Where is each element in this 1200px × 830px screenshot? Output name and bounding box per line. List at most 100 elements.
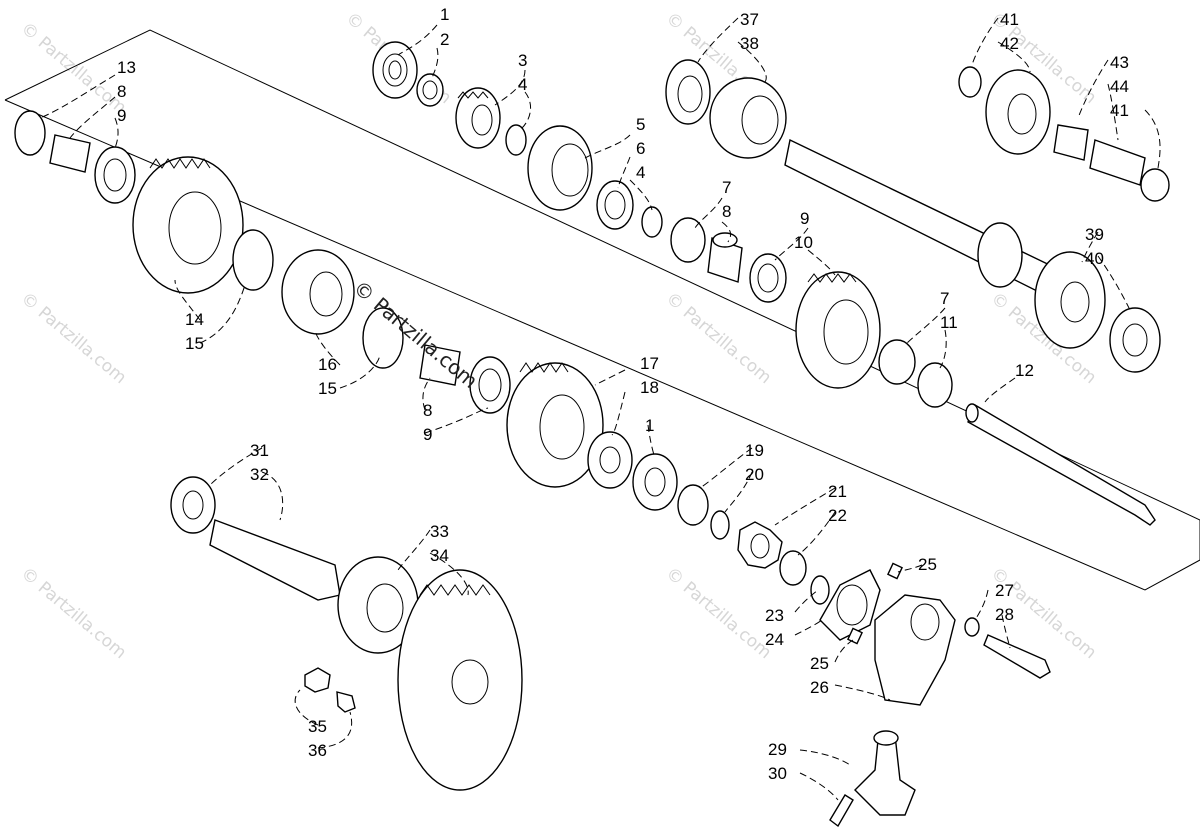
gear-part-14: [132, 156, 244, 294]
watermark: © Partzilla.com: [17, 19, 130, 119]
bearing-part-31: [170, 476, 216, 534]
callout-label: 8: [423, 401, 432, 420]
callout-label: 24: [765, 630, 784, 649]
callout-label: 22: [828, 506, 847, 525]
callout-label: 21: [828, 482, 847, 501]
snap-ring-part-4b: [641, 206, 663, 238]
callout-label: 7: [940, 289, 949, 308]
callout-label: 41: [1000, 10, 1019, 29]
callout-label: 30: [768, 764, 787, 783]
seal-part-37: [665, 59, 711, 125]
sleeve-part-44: [1089, 139, 1146, 186]
callout-label: 42: [1000, 34, 1019, 53]
washer-part-11: [917, 362, 953, 408]
sensor-part-29: [854, 730, 916, 816]
bearing-part-1b: [632, 453, 678, 511]
ring-part-20: [710, 510, 730, 540]
callout-label: 4: [518, 75, 527, 94]
callout-label: 37: [740, 10, 759, 29]
seal-part-19: [677, 484, 709, 526]
callout-label: 14: [185, 310, 204, 329]
watermark: © Partzilla.com: [662, 289, 775, 389]
callout-label: 5: [636, 115, 645, 134]
callout-label: 19: [745, 441, 764, 460]
callout-label: 15: [318, 379, 337, 398]
collar-part-16: [281, 249, 355, 335]
callout-label: 26: [810, 678, 829, 697]
washer-part-7b: [878, 339, 916, 385]
pin-part-25b: [847, 627, 863, 645]
shaft-part-12: [965, 403, 1156, 526]
watermark: © Partzilla.com: [17, 564, 130, 664]
callout-label: 9: [800, 209, 809, 228]
callout-label: 25: [918, 555, 937, 574]
washer-part-7: [670, 217, 706, 263]
washer-part-18: [587, 431, 633, 489]
assembly-outline: [4, 29, 1200, 591]
watermark: © Partzilla.com: [17, 289, 130, 389]
snap-ring-part-4: [505, 124, 527, 156]
bolt-part-28: [983, 634, 1051, 679]
bushing-part-8: [707, 232, 743, 283]
watermark-layer: © Partzilla.com © Partzilla.com © Partzi…: [17, 9, 1100, 664]
callout-label: 27: [995, 581, 1014, 600]
callout-label: 1: [645, 416, 654, 435]
callout-label: 32: [250, 465, 269, 484]
callout-label: 35: [308, 717, 327, 736]
washer-part-15: [232, 229, 274, 291]
bushing-part-43: [1053, 124, 1089, 161]
needle-bearing-part-9b: [94, 146, 136, 204]
callout-label: 8: [722, 202, 731, 221]
collar-part-5: [527, 125, 593, 211]
callout-label: 20: [745, 465, 764, 484]
gasket-part-24: [819, 569, 881, 641]
washer-part-22: [779, 550, 807, 586]
callout-label: 34: [430, 546, 449, 565]
callout-label: 29: [768, 740, 787, 759]
callout-labels: 1 2 3 4 5 6 4 7 8 9 10 7 11 12 13 8 9 14…: [117, 5, 1129, 783]
needle-bearing-part-6: [596, 180, 634, 230]
callout-label: 33: [430, 522, 449, 541]
watermark: © Partzilla.com: [662, 564, 775, 664]
washer-part-2: [416, 73, 444, 107]
callout-label: 10: [794, 233, 813, 252]
callout-label: 16: [318, 355, 337, 374]
bolt-part-30: [829, 794, 854, 828]
shaft-part-39: [784, 138, 1106, 349]
callout-label: 43: [1110, 53, 1129, 72]
callout-label: 38: [740, 34, 759, 53]
callout-label: 31: [250, 441, 269, 460]
bearing-part-38: [709, 77, 787, 159]
callout-label: 11: [940, 313, 958, 332]
shaft-part-32: [209, 519, 341, 601]
gear-part-17: [506, 362, 604, 488]
bushing-part-8c: [419, 344, 461, 386]
callout-label: 8: [117, 82, 126, 101]
callout-label: 41: [1110, 101, 1129, 120]
nut-part-35: [304, 667, 331, 693]
callout-label: 7: [722, 178, 731, 197]
gear-part-10: [795, 271, 881, 389]
gear-part-34: [397, 569, 523, 791]
callout-label: 23: [765, 606, 784, 625]
callout-label: 36: [308, 741, 327, 760]
callout-label: 40: [1085, 249, 1104, 268]
callout-label: 6: [636, 139, 645, 158]
callout-label: 17: [640, 354, 659, 373]
needle-bearing-part-9: [749, 253, 787, 303]
needle-bearing-part-9c: [469, 356, 511, 414]
callout-label: 18: [640, 378, 659, 397]
washer-part-27: [964, 617, 980, 637]
callout-label: 28: [995, 605, 1014, 624]
bushing-part-8b: [49, 134, 91, 173]
callout-label: 2: [440, 30, 449, 49]
callout-label: 12: [1015, 361, 1034, 380]
ring-part-23: [810, 575, 830, 605]
bolt-part-36: [336, 691, 356, 713]
callout-label: 3: [518, 51, 527, 70]
callout-label: 9: [117, 106, 126, 125]
callout-label: 1: [440, 5, 449, 24]
callout-label: 4: [636, 163, 645, 182]
washer-part-13: [14, 110, 46, 156]
